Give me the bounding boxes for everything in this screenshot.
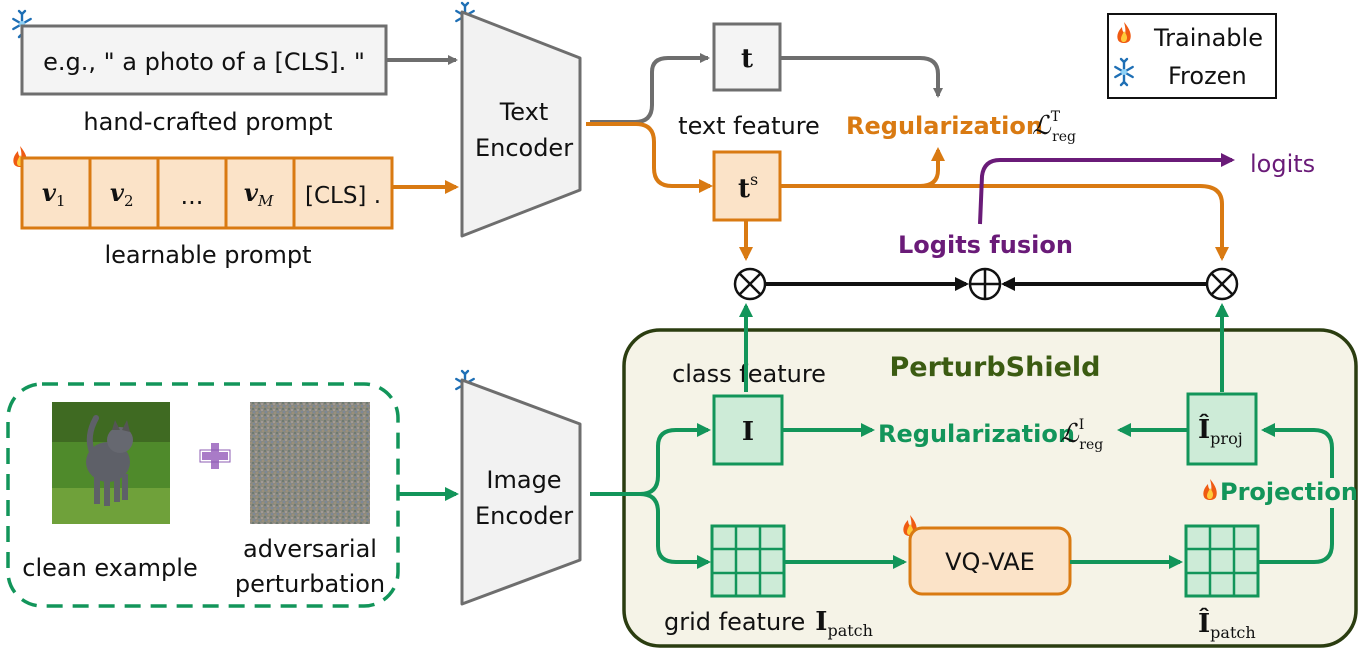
legend-frozen-label: Frozen <box>1168 62 1247 90</box>
hand-crafted-prompt-label: hand-crafted prompt <box>83 108 332 136</box>
plus-icon <box>199 443 231 469</box>
ts-symbol: ts <box>738 170 758 204</box>
projection-label: Projection <box>1220 478 1358 506</box>
arrow-ts-to-regularization <box>780 147 945 188</box>
sum-node <box>968 267 1002 301</box>
projection-label-bg <box>1220 478 1348 508</box>
image-encoder-line2: Encoder <box>475 502 573 530</box>
class-feature-label: class feature <box>672 360 826 388</box>
arrow-t-to-regularization <box>780 56 943 98</box>
reconstructed-grid-box <box>1184 524 1260 598</box>
t-symbol: t <box>741 44 753 74</box>
adversarial-label-line2: perturbation <box>235 570 385 598</box>
learnable-prompt-tokens: v1 v2 ... vM [CLS] . <box>20 156 394 230</box>
arrow-fusion-to-logits <box>978 153 1235 225</box>
token-vM: vM <box>244 178 274 210</box>
logits-fusion-label: Logits fusion <box>898 231 1073 259</box>
arrow-encoder-to-t <box>590 53 710 124</box>
reconstructed-grid-label: Îpatch <box>1198 607 1256 642</box>
right-product-node <box>1205 267 1239 301</box>
token-v1: v1 <box>42 178 66 210</box>
arrow-encoder-to-ts <box>586 122 713 193</box>
left-product-node <box>733 267 767 301</box>
arrow-encoder-to-grid-feature <box>639 492 711 569</box>
token-cls: [CLS] . <box>305 183 381 209</box>
regularization-image-label: Regularization <box>878 420 1075 448</box>
text-encoder-line1: Text <box>499 98 549 126</box>
class-feature-symbol: I <box>742 417 754 447</box>
text-encoder-line2: Encoder <box>475 134 573 162</box>
adversarial-perturbation-image <box>250 402 370 524</box>
text-encoder <box>460 10 582 238</box>
image-encoder <box>460 378 582 606</box>
clean-example-label: clean example <box>22 554 197 582</box>
hand-crafted-prompt-box <box>20 24 388 96</box>
t-box <box>712 22 782 92</box>
image-encoder-line1: Image <box>486 466 561 494</box>
token-v2: v2 <box>110 178 134 210</box>
projected-feature-box <box>1186 392 1258 466</box>
adversarial-label-line1: adversarial <box>243 535 377 563</box>
projected-feature-symbol: Îproj <box>1198 413 1243 448</box>
legend: Trainable Frozen <box>1107 13 1277 99</box>
hand-crafted-example: e.g., " a photo of a [CLS]. " <box>43 48 365 76</box>
learnable-prompt-label: learnable prompt <box>104 241 311 269</box>
grid-feature-box <box>710 524 786 598</box>
legend-trainable-label: Trainable <box>1153 24 1263 52</box>
arrow-ts-to-right-product <box>900 184 1229 261</box>
logits-label: logits <box>1250 150 1315 178</box>
token-ellipsis: ... <box>181 182 204 210</box>
vqvae-label: VQ-VAE <box>945 548 1035 576</box>
perturbshield-title: PerturbShield <box>889 352 1100 383</box>
clean-example-image <box>52 402 170 524</box>
regularization-text-label: Regularization <box>846 112 1043 140</box>
text-feature-label: text feature <box>678 112 820 140</box>
